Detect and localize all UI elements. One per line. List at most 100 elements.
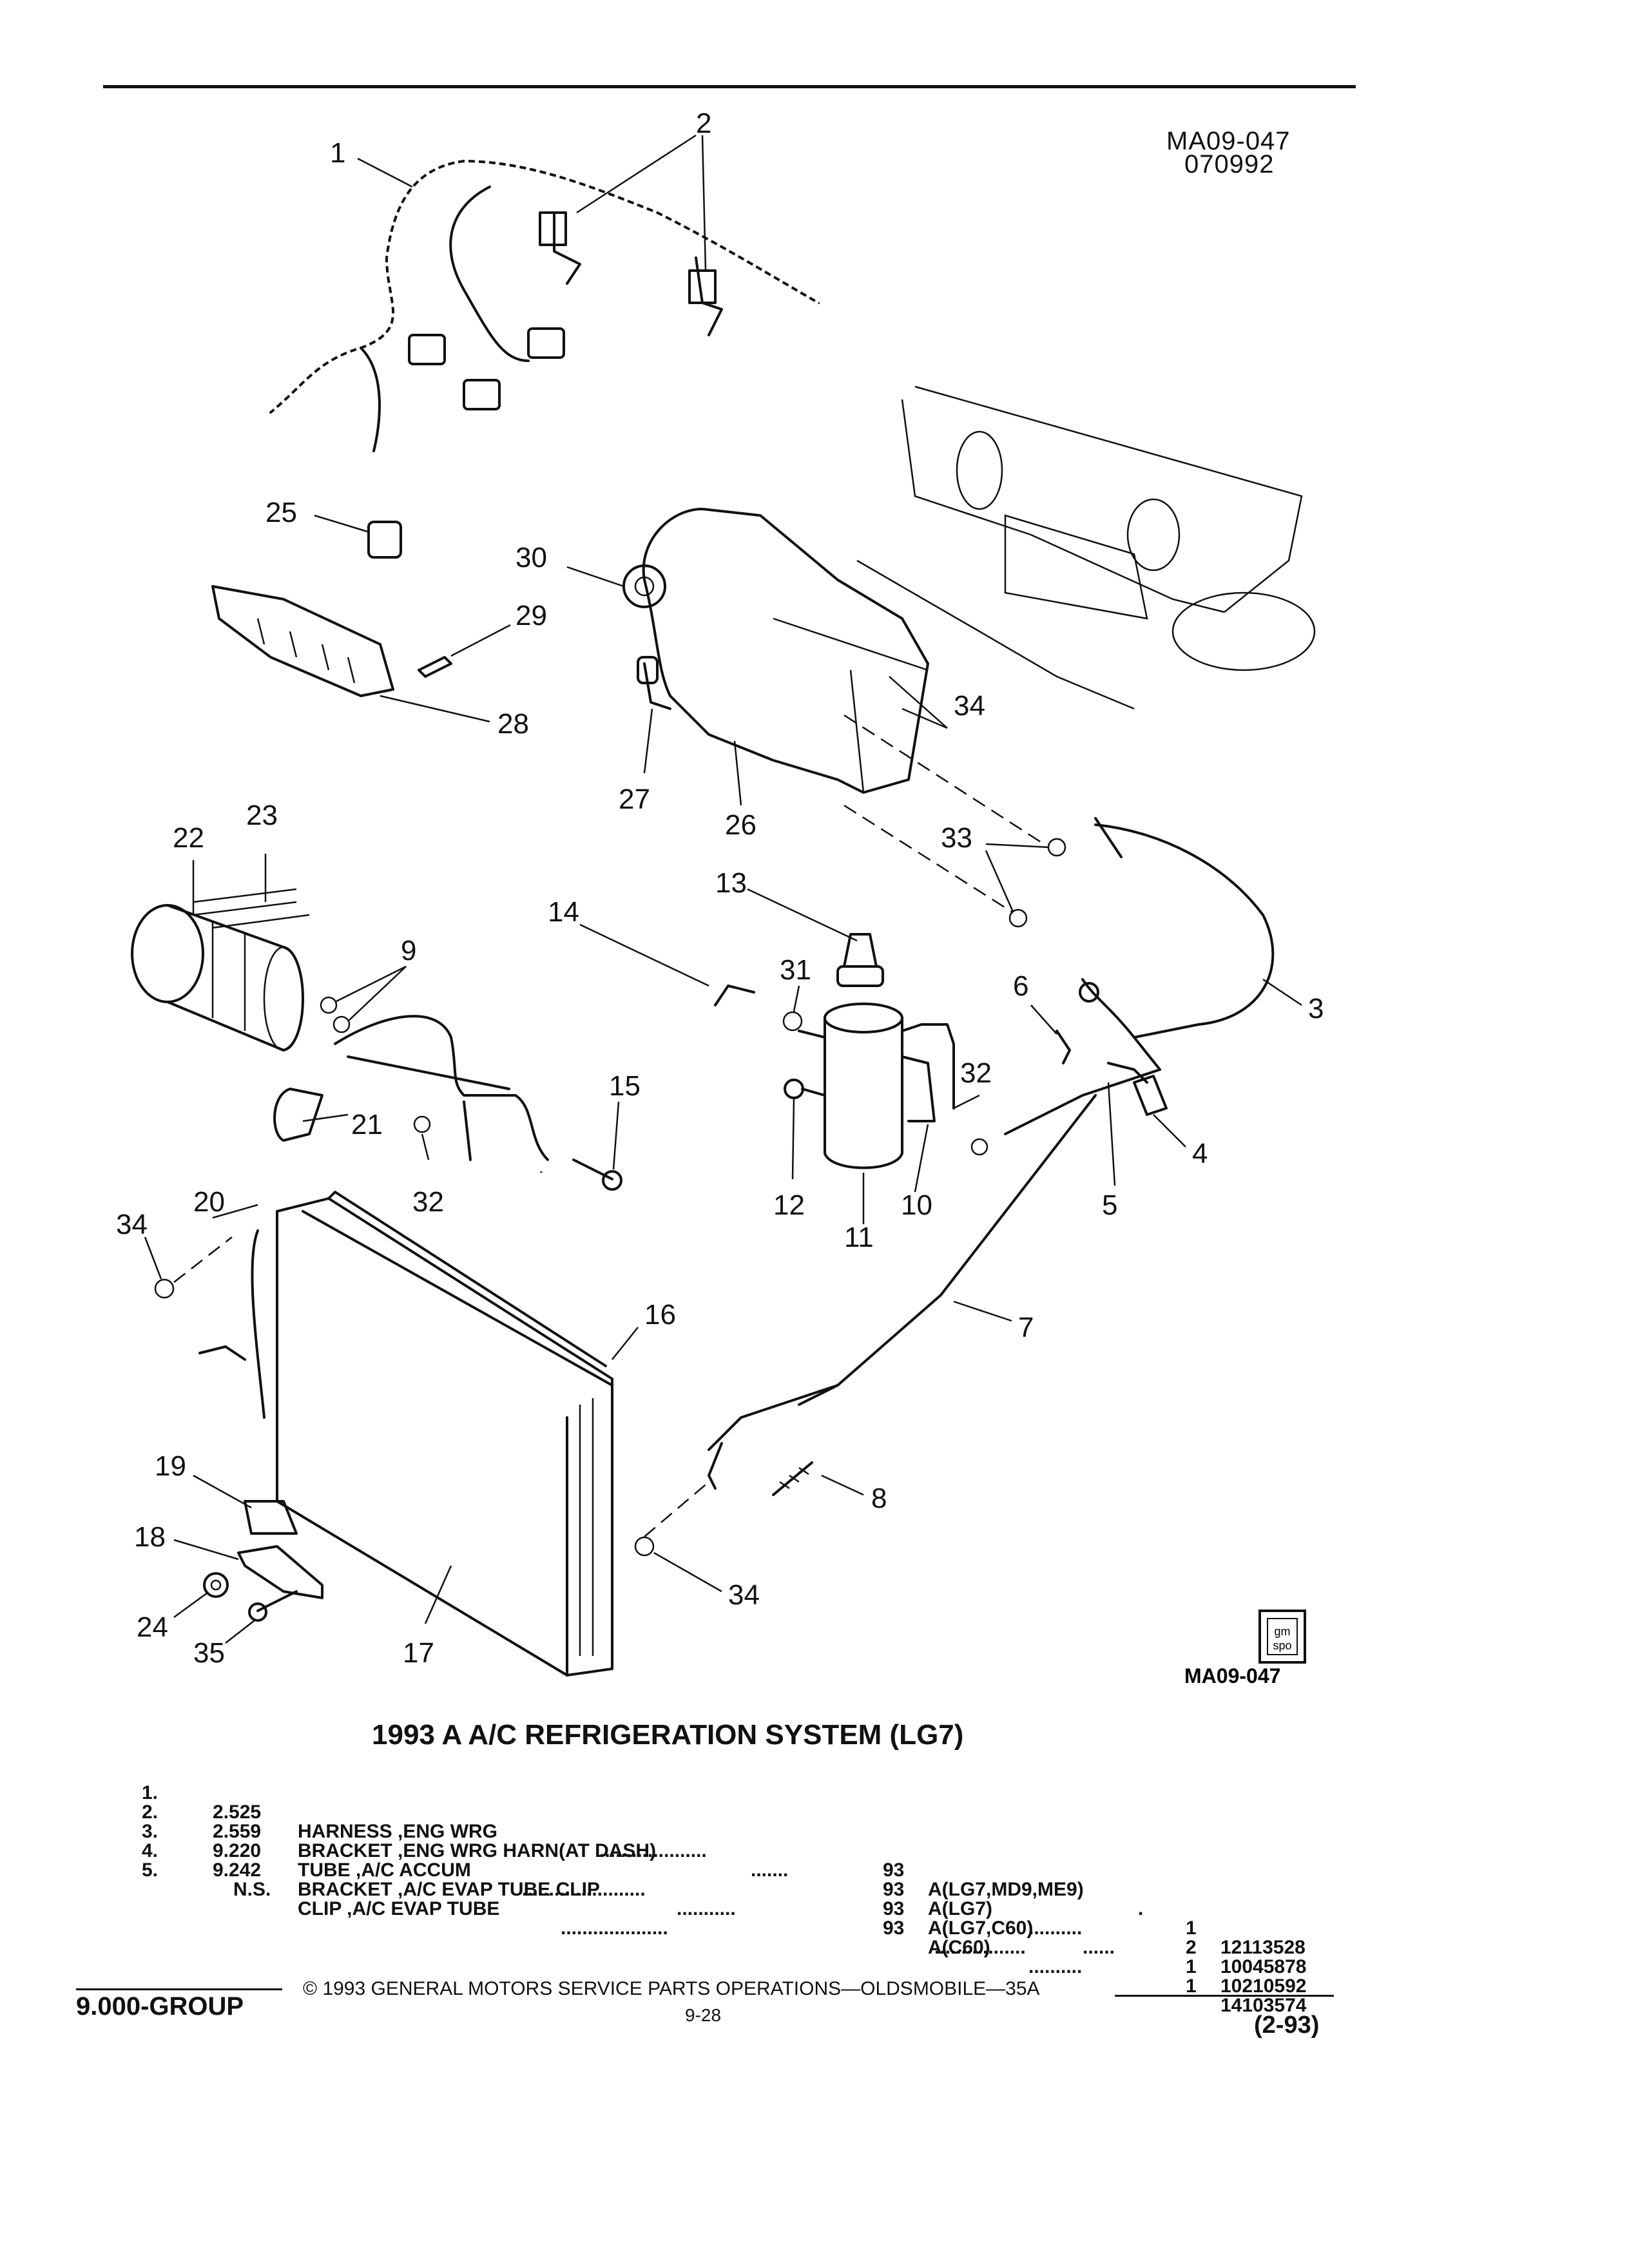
footer-copyright: © 1993 GENERAL MOTORS SERVICE PARTS OPER… xyxy=(303,1978,1040,1999)
pressure-switch-part xyxy=(836,933,884,987)
callout-11: 11 xyxy=(844,1222,874,1253)
part-row-part-number: 10210592 xyxy=(1220,1975,1307,1997)
footer-rule-right xyxy=(1115,1995,1334,1997)
part-row-part-number: 14103574 xyxy=(1220,1995,1307,2016)
callout-5: 5 xyxy=(1102,1189,1117,1221)
part-row-desc: TUBE ,A/C ACCUM xyxy=(298,1860,471,1881)
callout-17: 17 xyxy=(403,1637,434,1669)
callout-19: 19 xyxy=(155,1450,186,1482)
part-row-qty: 1 xyxy=(1186,1956,1197,1977)
part-row-desc: BRACKET ,A/C EVAP TUBE CLIP xyxy=(298,1879,600,1900)
part-row-no: 2. xyxy=(142,1802,159,1823)
nut-24-part xyxy=(203,1572,229,1598)
diagram-code: MA09-047 xyxy=(1166,127,1291,155)
callout-7: 7 xyxy=(1018,1312,1034,1343)
callout-20: 20 xyxy=(193,1186,225,1218)
evaporator-case-part xyxy=(622,508,929,794)
callout-33: 34 xyxy=(954,690,985,722)
callout-2: 2 xyxy=(696,108,711,139)
part-row-dots2: ...... xyxy=(1083,1937,1115,1958)
callout-10: 10 xyxy=(901,1189,932,1221)
compressor-part xyxy=(131,888,310,1052)
mounting-bracket-part xyxy=(211,585,394,697)
callout-27: 27 xyxy=(619,783,650,815)
part-row-dots2: . xyxy=(1138,1898,1144,1919)
part-row-part-number: 10045878 xyxy=(1220,1956,1307,1977)
callout-34c: 34 xyxy=(728,1579,760,1611)
callout-34a: 33 xyxy=(941,822,972,854)
seal-34b xyxy=(1008,908,1028,928)
part-row-application: A(LG7) xyxy=(928,1898,992,1919)
footer-revision: (2-93) xyxy=(1254,2012,1320,2039)
part-row-qty: 1 xyxy=(1186,1975,1197,1997)
callout-32b: 32 xyxy=(960,1057,992,1089)
part-row-dots: ....................... xyxy=(522,1879,646,1900)
callout-35: 35 xyxy=(193,1637,225,1669)
parts-table: 1. 2.525 HARNESS ,ENG WRG ..............… xyxy=(0,1764,1629,2015)
part-row-qty: 1 xyxy=(1186,1917,1197,1939)
callout-18: 18 xyxy=(134,1521,166,1553)
part-row-dots2: .......... xyxy=(1028,1956,1083,1977)
part-row-year: 93 xyxy=(883,1879,905,1900)
part-row-dots: ........... xyxy=(677,1898,736,1919)
figure-code: MA09-047 xyxy=(1184,1664,1280,1687)
callout-34d: 34 xyxy=(116,1209,148,1240)
part-row-year: 93 xyxy=(883,1898,905,1919)
seal-34d xyxy=(154,1278,175,1299)
svg-text:spo: spo xyxy=(1273,1639,1291,1652)
accumulator-part xyxy=(798,1003,955,1169)
seal-32a xyxy=(413,1115,431,1133)
part-row-code: N.S. xyxy=(233,1879,271,1900)
bolt-12-part xyxy=(784,1079,826,1099)
bolt-29-part xyxy=(418,656,452,678)
callout-4: 4 xyxy=(1192,1138,1208,1169)
part-row-year: 93 xyxy=(883,1860,905,1881)
service-valve-6-part xyxy=(1055,1030,1071,1064)
seal-9b xyxy=(333,1015,351,1033)
callout-3: 3 xyxy=(1308,993,1324,1024)
part-row-dots2: ................. xyxy=(934,1937,1026,1958)
part-row-no: 5. xyxy=(142,1860,159,1881)
bracket-18-part xyxy=(237,1545,323,1599)
callout-16: 16 xyxy=(644,1299,676,1331)
wiring-harness-part xyxy=(268,157,820,452)
bolt-15-part xyxy=(572,1158,622,1191)
part-row-code: 2.559 xyxy=(213,1821,262,1842)
callout-29: 29 xyxy=(516,600,547,631)
part-row-part-number: 12113528 xyxy=(1220,1937,1306,1958)
top-rule xyxy=(103,85,1356,88)
seal-34c xyxy=(634,1536,655,1557)
seal-32b xyxy=(970,1138,988,1156)
callout-22: 22 xyxy=(173,822,204,854)
exploded-parts-diagram: MA09-047 070992 1 2 30 26 xyxy=(116,108,1324,1687)
part-row-application: A(LG7,MD9,ME9) xyxy=(928,1879,1084,1900)
seal-9a xyxy=(320,996,338,1014)
callout-23: 23 xyxy=(246,800,278,831)
valve-core-8-part xyxy=(772,1461,813,1496)
part-row-dots: .................... xyxy=(561,1917,668,1939)
evaporator-tube-part xyxy=(708,1094,1097,1490)
callout-32a: 32 xyxy=(412,1186,444,1218)
part-row-year: 93 xyxy=(883,1917,905,1939)
gm-spo-badge: gm spo xyxy=(1258,1610,1306,1664)
callout-13: 13 xyxy=(715,867,747,899)
part-row-application: A(LG7,C60) xyxy=(928,1917,1034,1939)
part-row-no: 4. xyxy=(142,1840,159,1861)
part-row-code: 9.242 xyxy=(213,1860,262,1881)
callout-26: 26 xyxy=(725,809,757,841)
bolt-35-part xyxy=(248,1590,298,1622)
part-row-dots2: .......... xyxy=(1028,1917,1083,1939)
part-row-desc: BRACKET ,ENG WRG HARN(AT DASH) xyxy=(298,1840,657,1861)
diagram-title: 1993 A A/C REFRIGERATION SYSTEM (LG7) xyxy=(372,1719,964,1751)
callout-14: 14 xyxy=(548,896,579,928)
footer-page: 9-28 xyxy=(685,2005,722,2025)
relay-connector-part xyxy=(367,521,402,559)
callout-25: 25 xyxy=(265,497,297,528)
part-row-no: 3. xyxy=(142,1821,159,1842)
part-row-code: 2.525 xyxy=(213,1802,262,1823)
callout-28: 28 xyxy=(497,708,529,740)
firewall-panel-part xyxy=(856,385,1316,710)
callout-8: 8 xyxy=(871,1483,887,1514)
part-row-desc: CLIP ,A/C EVAP TUBE xyxy=(298,1898,500,1919)
footer-group: 9.000-GROUP xyxy=(76,1992,244,2021)
